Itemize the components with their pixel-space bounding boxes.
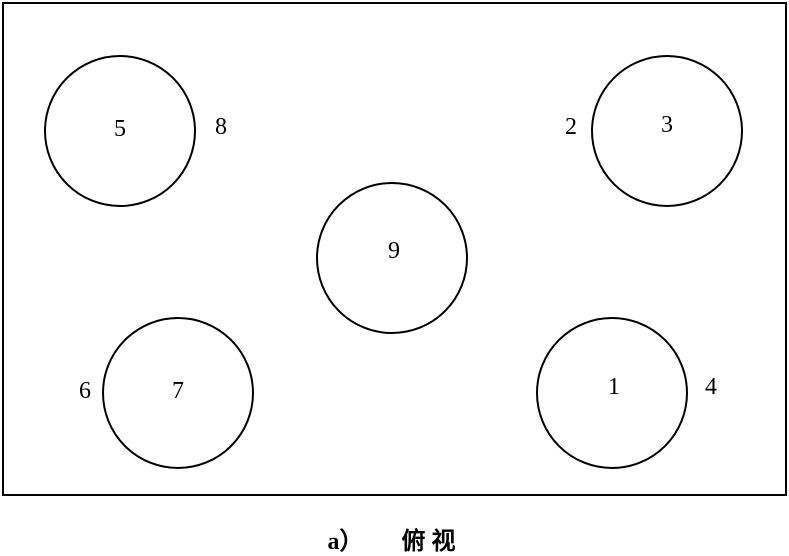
side-label-2: 2 <box>565 114 577 140</box>
side-label-8: 8 <box>215 114 227 140</box>
top-view-diagram: 5 3 9 7 1 8 2 6 4 <box>2 2 787 496</box>
hole-label-5: 5 <box>114 116 126 142</box>
side-label-4: 4 <box>705 374 717 400</box>
hole-label-1: 1 <box>608 374 620 400</box>
hole-label-7: 7 <box>172 378 184 404</box>
hole-9 <box>316 182 468 334</box>
side-label-6: 6 <box>79 378 91 404</box>
hole-3 <box>591 55 743 207</box>
hole-5 <box>44 55 196 207</box>
hole-label-9: 9 <box>388 238 400 264</box>
caption-text: 俯视 <box>401 526 462 555</box>
hole-label-3: 3 <box>661 112 673 138</box>
figure-caption: a） 俯视 <box>0 521 789 556</box>
caption-label: a） <box>327 529 364 555</box>
hole-1 <box>536 317 688 469</box>
hole-7 <box>102 317 254 469</box>
plate-outline <box>2 2 787 496</box>
